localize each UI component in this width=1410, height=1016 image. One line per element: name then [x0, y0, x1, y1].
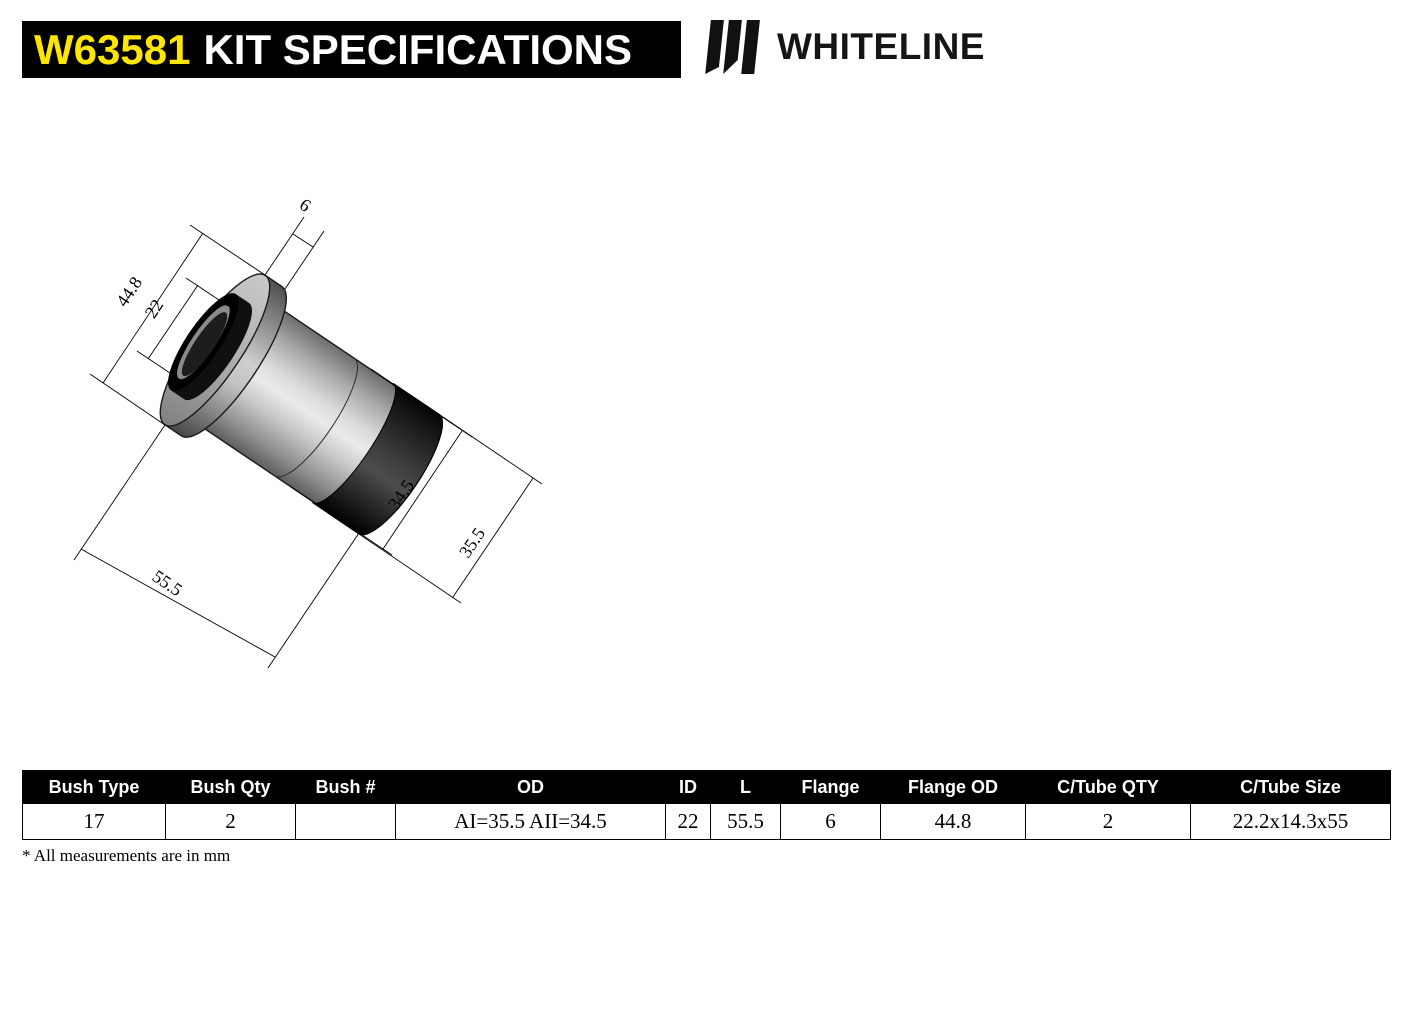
brand-logo: WHITELINE: [703, 18, 985, 76]
header-l: L: [710, 770, 781, 804]
header-ctube-qty: C/Tube QTY: [1025, 770, 1191, 804]
whiteline-logo-icon: [705, 20, 760, 74]
bushing-drawing-svg: 44.8 22 6 55.5 34.5: [73, 194, 543, 669]
dim-label-length: 55.5: [149, 566, 186, 600]
header-od: OD: [395, 770, 666, 804]
table-row: 17 2 AI=35.5 AII=34.5 22 55.5 6 44.8 2 2…: [22, 803, 1391, 840]
cell-bush-qty: 2: [165, 803, 296, 840]
brand-wordmark: WHITELINE: [777, 26, 985, 67]
dim-label-flange-od: 44.8: [112, 273, 146, 310]
cell-bush-type: 17: [22, 803, 166, 840]
cell-flange-od: 44.8: [880, 803, 1026, 840]
header-flange: Flange: [780, 770, 881, 804]
header-bush-qty: Bush Qty: [165, 770, 296, 804]
cell-ctube-qty: 2: [1025, 803, 1191, 840]
measurements-footnote: * All measurements are in mm: [22, 846, 231, 865]
dim-label-inner-diameter: 22: [141, 296, 168, 322]
bore-hole: [181, 312, 228, 377]
bushing-body-group: [159, 273, 444, 536]
cell-bush-number: [295, 803, 396, 840]
page-title: KIT SPECIFICATIONS: [203, 25, 633, 73]
cell-l: 55.5: [710, 803, 781, 840]
table-header-row: Bush Type Bush Qty Bush # OD ID L Flange…: [22, 770, 1391, 804]
cell-ctube-size: 22.2x14.3x55: [1190, 803, 1391, 840]
dim-label-flange-thickness: 6: [296, 194, 315, 216]
cell-od: AI=35.5 AII=34.5: [395, 803, 666, 840]
dim-label-od-ai: 35.5: [455, 524, 489, 561]
dimension-flange-thickness: 6: [264, 194, 325, 290]
bushing-diagram: 44.8 22 6 55.5 34.5: [40, 155, 600, 685]
diameter-step-ring: [274, 357, 359, 478]
title-bar: W63581 KIT SPECIFICATIONS: [22, 21, 681, 78]
cell-flange: 6: [780, 803, 881, 840]
header-flange-od: Flange OD: [880, 770, 1026, 804]
header-bush-number: Bush #: [295, 770, 396, 804]
header-bush-type: Bush Type: [22, 770, 166, 804]
spec-table: Bush Type Bush Qty Bush # OD ID L Flange…: [22, 770, 1391, 840]
cell-id: 22: [665, 803, 711, 840]
kit-code: W63581: [34, 25, 191, 73]
header-ctube-size: C/Tube Size: [1190, 770, 1391, 804]
header-id: ID: [665, 770, 711, 804]
